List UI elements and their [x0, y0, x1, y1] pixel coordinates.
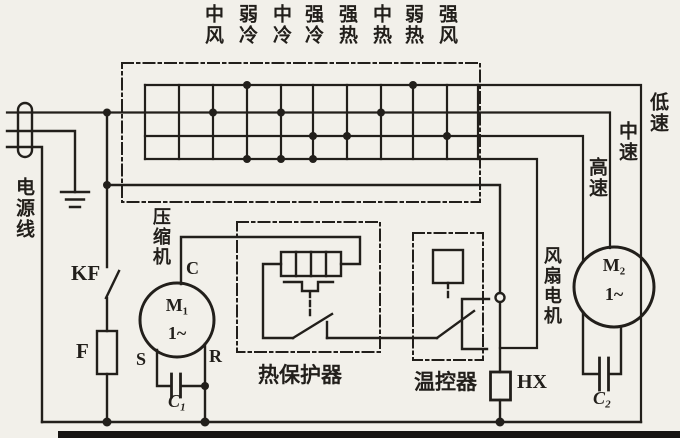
thermostat-label: 温控器	[414, 370, 477, 394]
hx-label: HX	[517, 371, 547, 393]
thermal-protector-label: 热保护器	[258, 363, 342, 387]
selector-switch-enclosure	[121, 62, 481, 203]
ground-icon	[59, 190, 91, 209]
junction-dots	[102, 81, 505, 427]
thermostat-enclosure	[412, 232, 484, 361]
thermal-protector-enclosure	[236, 221, 381, 353]
compressor-motor-m1	[138, 235, 362, 424]
page-edge-artifact	[58, 431, 680, 438]
motor-m1-label: M₁	[165, 295, 189, 315]
mode-label-2: 弱冷	[235, 4, 257, 46]
fuse-f	[95, 296, 119, 424]
motor-m2-phase-label: 1~	[604, 284, 624, 304]
fan-motor-label: 风扇电机	[541, 246, 562, 326]
kf-switch-label: KF	[71, 261, 101, 285]
thermostat-sensor	[431, 248, 465, 303]
mode-label-3: 中冷	[269, 4, 291, 46]
motor-m2-label: M₂	[602, 255, 626, 275]
compressor-label: 压缩机	[150, 207, 171, 267]
mode-label-1: 中风	[201, 4, 223, 46]
thermostat-switch	[435, 297, 491, 351]
thermal-protector-switch	[291, 312, 439, 340]
fan-motor-m2	[572, 245, 656, 376]
mode-label-6: 中热	[369, 4, 391, 46]
power-plug-icon	[5, 101, 77, 424]
speed-label-low: 低速	[646, 92, 668, 134]
power-line-label: 电源线	[12, 177, 34, 240]
mode-label-5: 强热	[335, 4, 357, 46]
kf-switch	[104, 111, 121, 300]
mode-label-7: 弱热	[401, 4, 423, 46]
selector-switch-grid	[5, 83, 643, 424]
capacitor-c1-label: C₁	[168, 391, 187, 411]
motor-m1-phase-label: 1~	[167, 323, 187, 343]
terminal-r-label: R	[209, 346, 222, 366]
speed-label-high: 高速	[585, 157, 607, 199]
speed-label-medium: 中速	[615, 121, 637, 163]
terminal-s-label: S	[136, 349, 147, 369]
fuse-label: F	[76, 339, 89, 363]
terminal-c-label: C	[186, 258, 199, 278]
hx-heater	[489, 370, 512, 402]
thermal-protector-heater	[261, 250, 343, 340]
start-capacitor-c1	[170, 372, 182, 399]
thermostat-contact-icon	[494, 291, 506, 304]
mode-label-8: 强风	[435, 4, 457, 46]
capacitor-c2-label: C₂	[593, 388, 612, 408]
mode-label-4: 强冷	[301, 4, 323, 46]
fan-capacitor-c2	[598, 356, 610, 392]
